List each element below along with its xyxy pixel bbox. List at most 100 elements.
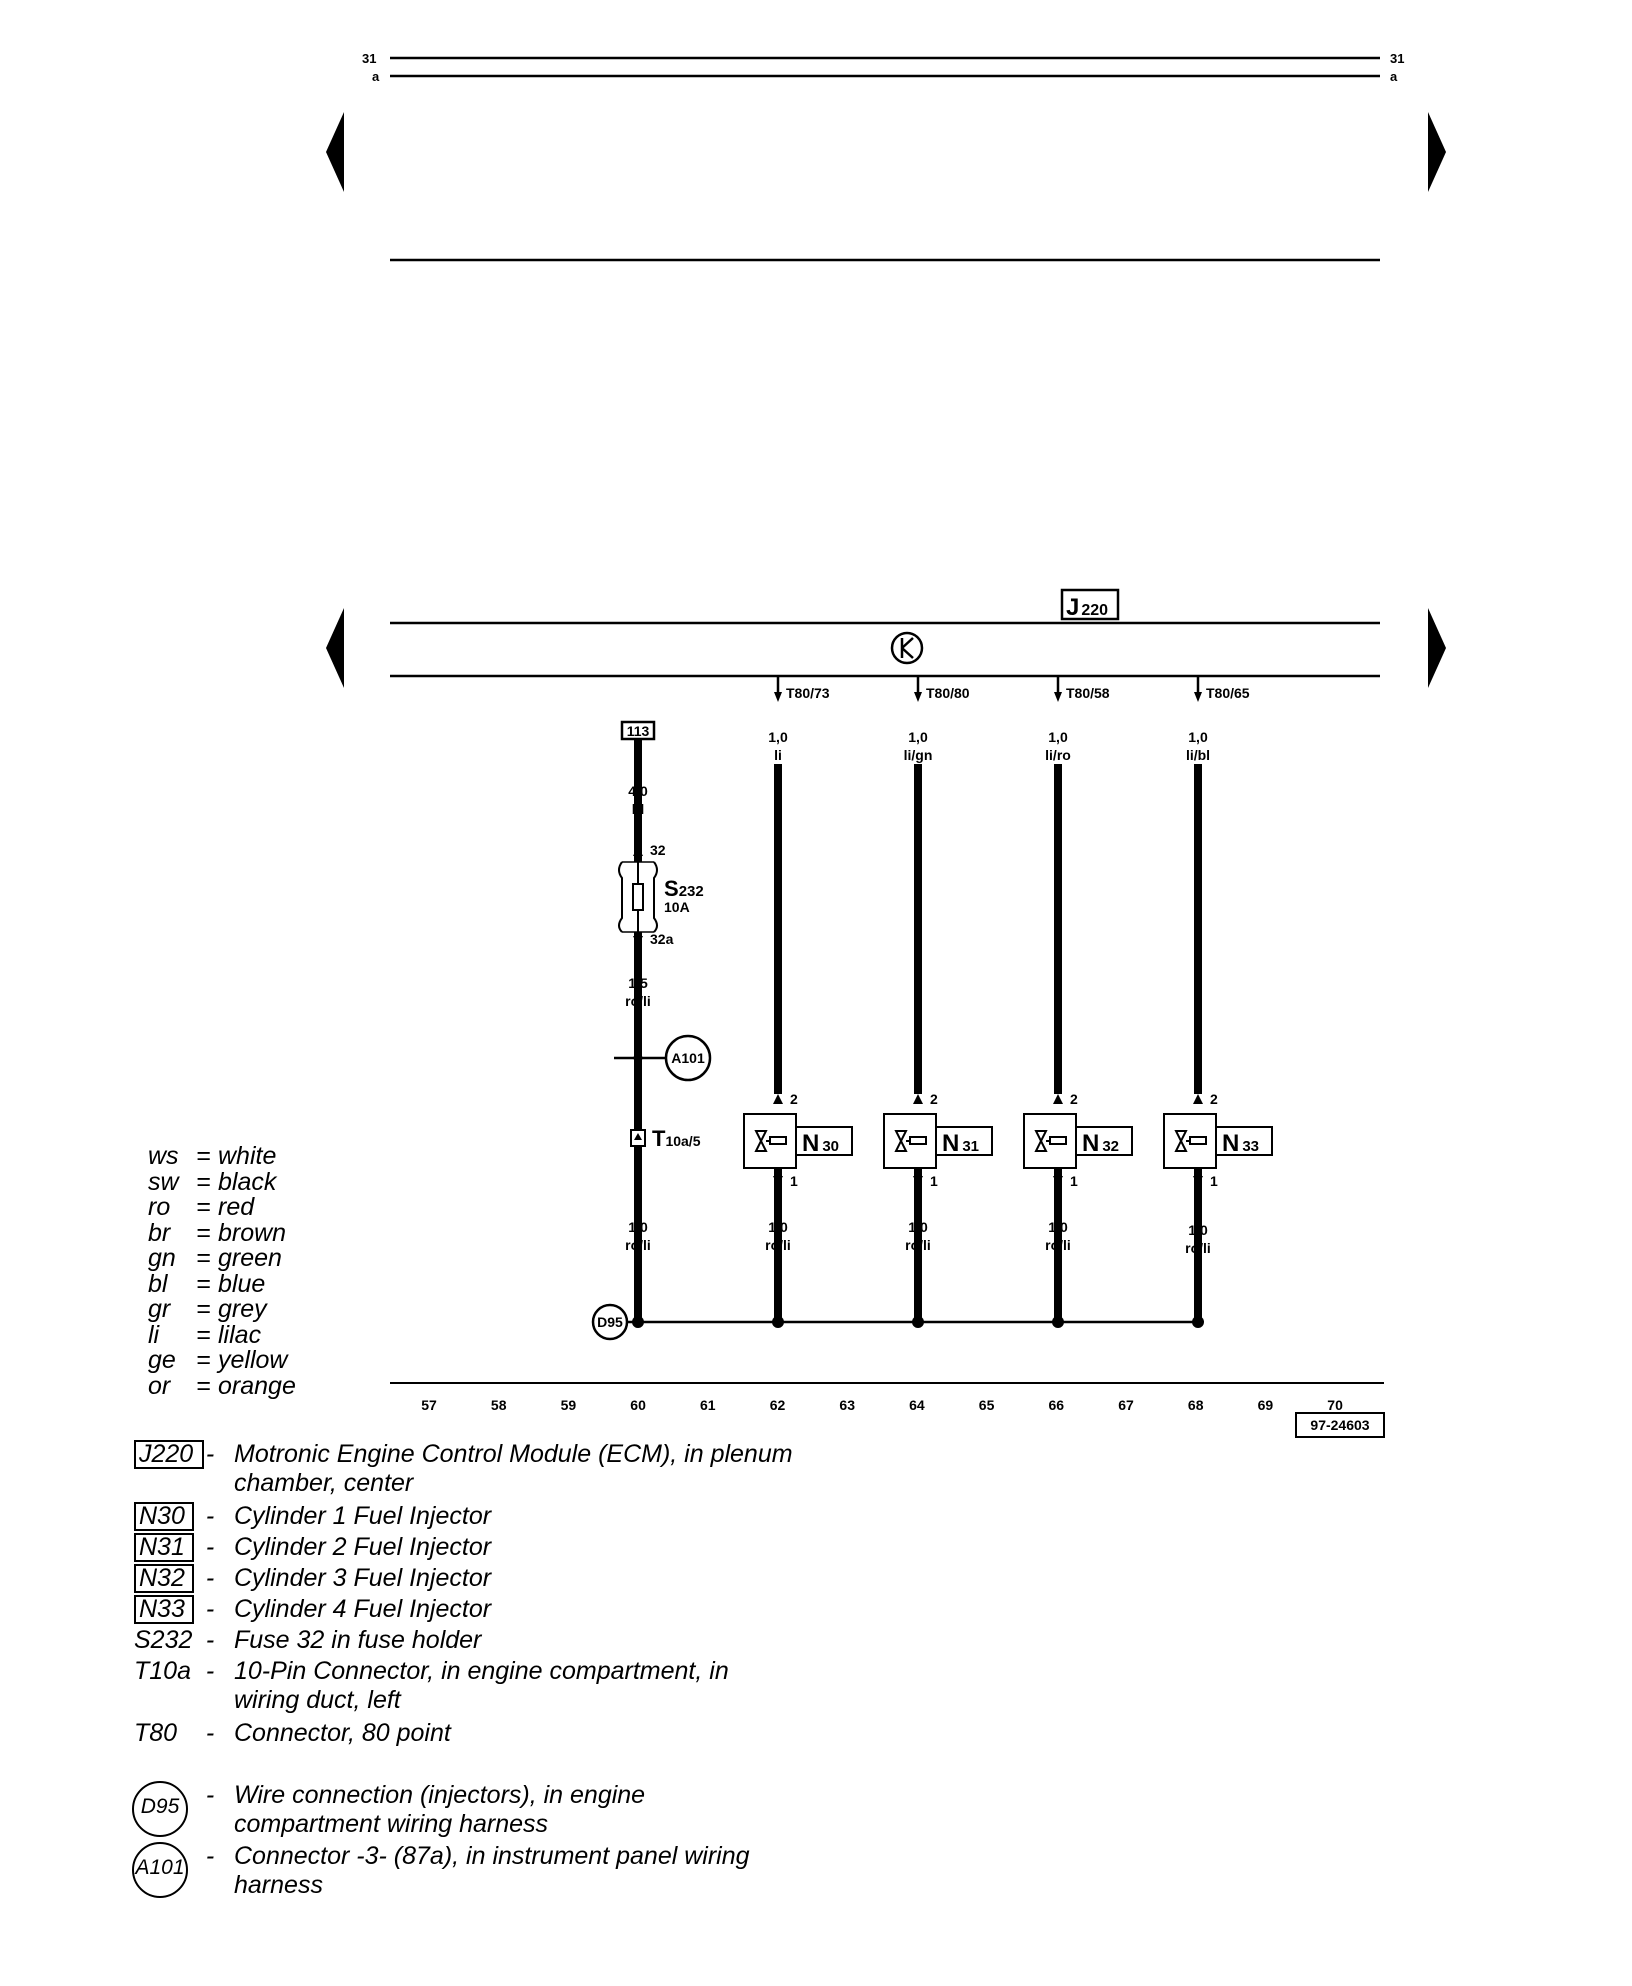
wire-color-top: li/bl [1186,747,1210,763]
legend-item: or=orange [148,1371,408,1400]
fuse-icon [618,861,658,933]
key-dash: - [205,1564,215,1592]
supply-color-1: bl [632,801,644,817]
track-number: 68 [1188,1397,1204,1413]
legend-code: bl [148,1269,168,1298]
key-dash: - [205,1719,215,1747]
wire-color-bottom: ro/li [905,1237,931,1253]
legend-equals: = [196,1346,211,1374]
connector-t10a-label: T10a/5 [652,1126,701,1151]
injector-pin-bottom: 1 [1070,1173,1078,1189]
section-next-arrow-icon[interactable] [1428,608,1446,688]
injector-label-box [795,1126,853,1156]
legend-item: ws=white [148,1144,408,1170]
fuel-injector-icon [1163,1113,1217,1169]
fuse-pin-out: 32a [650,931,674,947]
track-number: 57 [421,1397,437,1413]
line-31-label-left: 31 [362,51,376,66]
key-dash: - [205,1657,215,1685]
legend-item: ro =red [148,1195,408,1221]
track-number: 70 [1327,1397,1343,1413]
legend-name: white [218,1142,277,1170]
wire-gauge-top: 1,0 [1188,729,1208,745]
fuel-injector-icon [743,1113,797,1169]
injector-pin-bottom: 1 [790,1173,798,1189]
legend-code: or [148,1371,171,1400]
legend-item: sw =black [148,1167,408,1196]
legend-name: red [218,1193,255,1221]
wire-color-top: li [774,747,782,763]
ground-d95-label: D95 [597,1314,623,1330]
ecm-label-box [1060,588,1120,621]
line-a-label-left: a [372,69,380,84]
supply-gauge-3: 1,0 [628,1219,648,1235]
key-dash: - [205,1842,215,1870]
top-ground-strip: 31 a 31 a [362,51,1404,262]
injector-pin-top: 2 [790,1091,798,1107]
ecm-pin-label: T80/58 [1066,685,1110,701]
legend-code: br [148,1218,171,1247]
track-number: 59 [561,1397,577,1413]
injector-pin-bottom: 1 [1210,1173,1218,1189]
key-description: Fuse 32 in fuse holder [234,1626,482,1654]
wire-gauge-top: 1,0 [768,729,788,745]
key-dash: - [205,1595,215,1623]
injector-pin-bottom: 1 [930,1173,938,1189]
fuel-injector-icon [1023,1113,1077,1169]
legend-equals: = [196,1167,211,1196]
legend-equals: = [196,1244,211,1272]
legend-equals: = [196,1269,211,1298]
key-dash: - [205,1440,215,1468]
legend-equals: = [196,1193,211,1221]
splice-a101 [664,1034,712,1082]
key-code: T80 [134,1719,178,1747]
track-number: 66 [1049,1397,1065,1413]
legend-name: grey [218,1295,267,1323]
legend-code: ge [148,1346,176,1374]
key-code: N33 [134,1595,194,1624]
wire-color-bottom: ro/li [1045,1237,1071,1253]
key-description: Cylinder 3 Fuel Injector [234,1564,492,1592]
wire-gauge-bottom: 1,0 [768,1219,788,1235]
legend-code: sw [148,1167,179,1196]
legend-equals: = [196,1218,211,1247]
legend-code: ro [148,1193,171,1221]
legend-name: brown [218,1218,287,1247]
legend-name: blue [218,1269,266,1298]
key-code: N31 [134,1533,194,1562]
track-number: 60 [630,1397,646,1413]
wire-gauge-bottom: 1,0 [1188,1222,1208,1238]
supply-color-2: ro/li [625,993,651,1009]
section-prev-arrow-icon[interactable] [326,608,344,688]
legend-code: gr [148,1295,171,1323]
ecm-pin-label: T80/65 [1206,685,1250,701]
injector-label-box [1215,1126,1273,1156]
wire-gauge-bottom: 1,0 [908,1219,928,1235]
key-dash: - [205,1781,215,1809]
supply-ref-label: 113 [627,723,650,739]
legend-name: green [218,1244,282,1272]
wire-gauge-top: 1,0 [908,729,928,745]
legend-name: lilac [218,1320,262,1349]
key-dash: - [205,1533,215,1561]
line-a-label-right: a [1390,69,1398,84]
track-number: 63 [839,1397,855,1413]
legend-item: ge=yellow [148,1348,408,1374]
page-prev-arrow-icon[interactable] [326,112,344,192]
key-description: Cylinder 4 Fuel Injector [234,1595,492,1623]
wire-color-bottom: ro/li [765,1237,791,1253]
connector-t10a-icon [630,1129,646,1147]
page-next-arrow-icon[interactable] [1428,112,1446,192]
line-31-label-right: 31 [1390,51,1404,66]
legend-equals: = [196,1371,211,1400]
legend-item: br =brown [148,1218,408,1247]
supply-gauge-2: 1,5 [628,975,648,991]
legend-item: li=lilac [148,1320,408,1349]
legend-name: black [218,1167,277,1196]
